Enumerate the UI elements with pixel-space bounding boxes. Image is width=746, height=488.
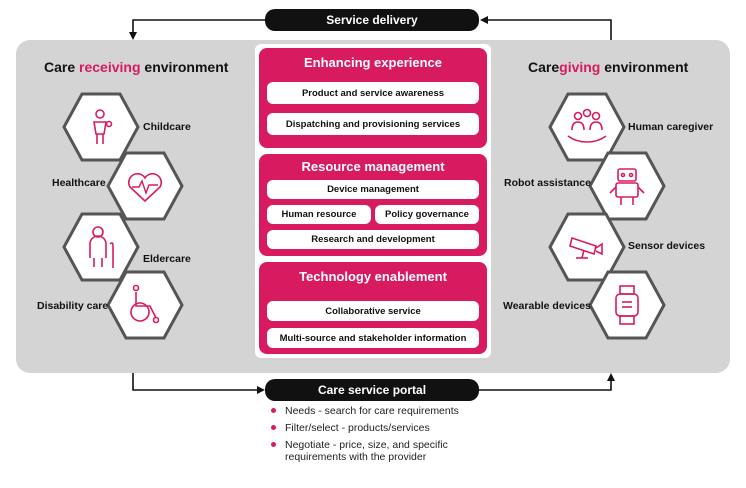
human-caregiver-label: Human caregiver [628,121,714,133]
elder-icon [89,226,114,268]
section-title: Technology enablement [299,269,447,284]
robot-hex [588,151,666,221]
healthcare-label: Healthcare [52,177,106,189]
disability-hex [106,270,184,340]
hands-people-icon [567,108,607,143]
human-caregiver-hex [548,92,626,162]
service-delivery-label: Service delivery [265,9,479,31]
list-item: Needs - search for care requirements [269,405,499,417]
eldercare-label: Eldercare [143,253,191,265]
robot-icon [609,168,645,205]
list-item: Negotiate - price, size, and specific re… [269,439,499,463]
sensor-devices-label: Sensor devices [628,240,706,252]
disability-care-label: Disability care [37,300,109,312]
enhancing-experience-section: Enhancing experience Product and service… [259,48,487,148]
robot-assistance-label: Robot assistance [504,177,591,189]
technology-enablement-section: Technology enablement Collaborative serv… [259,262,487,354]
care-service-portal-label: Care service portal [265,379,479,401]
wearable-hex [588,270,666,340]
heart-pulse-icon [127,172,163,203]
care-receiving-title: Care receiving environment [44,59,229,75]
wearable-devices-label: Wearable devices [503,300,591,312]
list-item: Filter/select - products/services [269,422,499,434]
childcare-hex [62,92,140,162]
device-management-box: Device management [267,180,479,199]
section-title: Enhancing experience [304,55,442,70]
wheelchair-icon [130,284,160,324]
section-title: Resource management [301,159,445,174]
dispatching-provisioning-box: Dispatching and provisioning services [267,113,479,135]
healthcare-hex [106,151,184,221]
center-column: Enhancing experience Product and service… [255,44,491,358]
resource-management-section: Resource management Device management Hu… [259,154,487,256]
caregiving-title: Caregiving environment [528,59,689,75]
research-development-box: Research and development [267,230,479,249]
camera-icon [569,236,603,259]
child-icon [93,109,113,144]
multi-source-info-box: Multi-source and stakeholder information [267,328,479,348]
human-resource-box: Human resource [267,205,371,224]
collaborative-service-box: Collaborative service [267,301,479,321]
smartwatch-icon [615,285,639,325]
childcare-label: Childcare [143,121,191,133]
portal-notes-list: Needs - search for care requirements Fil… [269,405,499,468]
policy-governance-box: Policy governance [375,205,479,224]
product-service-awareness-box: Product and service awareness [267,82,479,104]
